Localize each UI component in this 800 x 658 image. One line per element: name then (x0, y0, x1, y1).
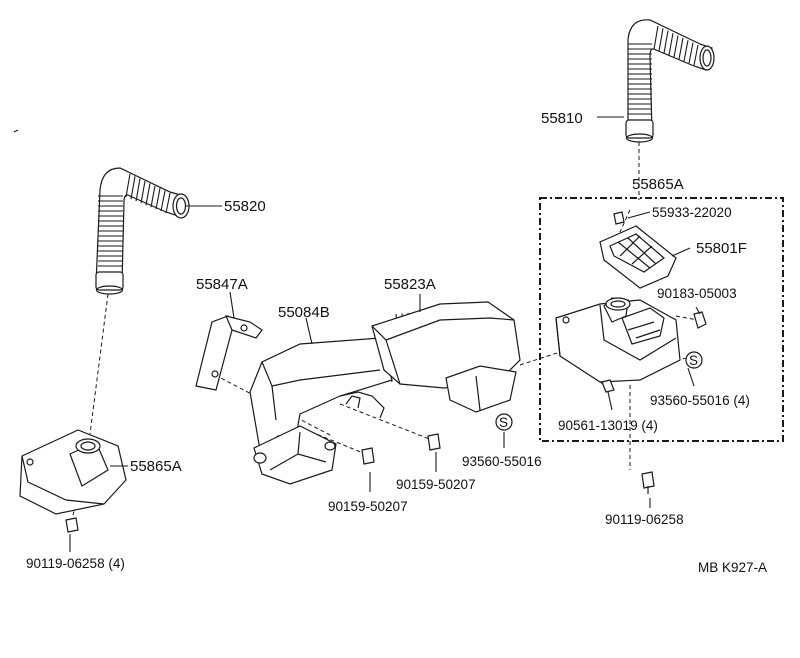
hose-rib (688, 42, 694, 64)
label-55810: 55810 (541, 110, 583, 127)
resonator-left (19, 429, 127, 533)
hose-rib (673, 35, 679, 58)
label-90159-50207-a: 90159-50207 (328, 499, 408, 514)
diagram-code: MB K927-A (698, 560, 767, 575)
label-90119-06258-right: 90119-06258 (605, 512, 684, 527)
duct-55084b (249, 337, 393, 485)
label-55865a-left: 55865A (130, 458, 182, 475)
hose-rib (165, 192, 171, 214)
hose-rib (140, 180, 146, 204)
hose-55820 (95, 167, 190, 295)
assembly-boundary (539, 197, 784, 442)
cover-55801f (599, 225, 677, 289)
screws-middle (361, 351, 703, 465)
leader-lines (69, 116, 701, 552)
label-90119-06258-4: 90119-06258 (4) (26, 556, 125, 571)
hose-rib (135, 178, 141, 202)
hose-rib (658, 28, 664, 52)
hose-rib (663, 30, 669, 54)
hose-rib (130, 176, 136, 200)
label-55801f: 55801F (696, 240, 747, 257)
label-93560-55016-4: 93560-55016 (4) (650, 393, 750, 408)
bracket-55847a (195, 315, 263, 391)
s-mark-right: S (689, 353, 698, 368)
part-labels: 55810 55865A 55933-22020 55801F 90183-05… (26, 110, 767, 575)
hose-rib (160, 190, 166, 212)
label-55084b: 55084B (278, 304, 330, 321)
label-93560-55016: 93560-55016 (462, 454, 542, 469)
label-90183-05003: 90183-05003 (657, 286, 737, 301)
hose-rib (678, 37, 684, 60)
label-55820: 55820 (224, 198, 266, 215)
resonator-right (555, 297, 681, 383)
hose-rib (653, 25, 659, 50)
duct-55823a (371, 301, 521, 413)
hose-rib (668, 32, 674, 56)
hose-rib (125, 173, 131, 198)
s-mark-middle: S (499, 415, 508, 430)
hose-55810 (625, 19, 715, 143)
label-90561-13019-4: 90561-13019 (4) (558, 418, 658, 433)
label-90159-50207-b: 90159-50207 (396, 477, 476, 492)
stray-mark (13, 129, 19, 133)
hose-rib (155, 188, 161, 210)
label-55933-22020: 55933-22020 (652, 205, 732, 220)
hose-rib (693, 44, 699, 66)
hose-rib (150, 185, 156, 208)
label-55823a: 55823A (384, 276, 436, 293)
screws-right (601, 211, 707, 494)
hose-rib (145, 183, 151, 206)
hose-rib (683, 40, 689, 62)
label-55847a: 55847A (196, 276, 248, 293)
label-55865a-top: 55865A (632, 176, 684, 193)
